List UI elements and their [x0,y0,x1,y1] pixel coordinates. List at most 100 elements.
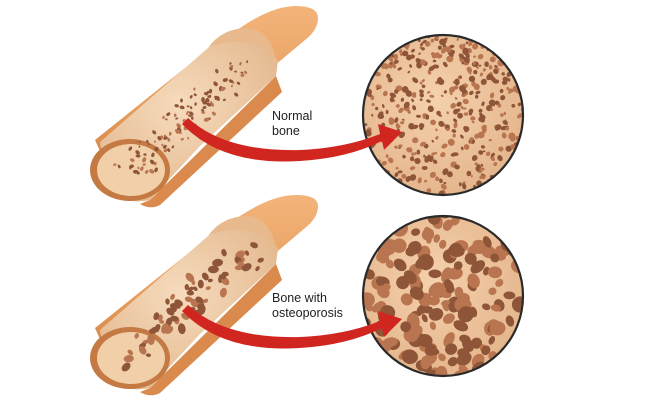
pore [243,70,248,74]
pore [453,118,458,123]
pore [502,120,508,125]
pore [426,188,432,194]
pore [436,77,443,84]
pore [511,103,516,108]
pore [421,165,428,171]
pore [412,137,419,144]
pore [174,104,179,108]
pore [424,114,430,120]
pore [489,321,506,336]
pore [221,248,227,257]
pore [482,68,486,72]
pore [388,64,393,69]
pore [505,315,515,327]
pore [437,45,443,50]
pore [239,61,242,66]
pore [422,39,427,44]
pore [128,164,135,169]
pore [222,78,228,82]
pore [193,87,196,91]
pore [436,110,441,116]
pore [447,357,458,367]
pore [214,95,218,99]
pore [219,287,227,298]
pore [471,121,475,124]
pore [382,90,388,97]
pore [205,97,209,103]
pore [201,272,209,281]
pore [435,176,440,182]
pore [229,62,232,65]
pore [501,132,507,139]
pore [438,353,446,362]
pore [503,291,516,300]
pore [421,79,425,83]
pore [189,111,194,116]
pore [433,234,441,243]
pore [228,79,234,83]
pore [500,95,506,101]
pore [197,279,204,289]
pore [381,244,395,255]
pore [490,304,502,312]
pore [460,105,464,110]
pore [412,92,417,97]
pore [255,266,260,272]
pore [443,181,447,185]
pore [454,96,458,100]
pore [412,105,417,111]
pore [257,257,264,263]
pore [411,157,415,161]
pore [464,252,477,265]
pore [159,320,165,324]
pore [461,338,474,352]
pore [387,77,393,83]
pore [372,302,381,313]
pore [430,119,436,126]
pore [144,170,149,174]
pore [447,138,455,146]
pore [409,147,413,152]
normal-bone-label: Normal bone [272,109,312,139]
pore [215,68,219,74]
pore [465,41,469,45]
pore [195,296,204,304]
pore [165,298,170,305]
pore [445,46,452,53]
pore [490,253,500,263]
pore [179,105,185,110]
pore [440,183,447,190]
pore [138,346,147,355]
pore [411,228,421,236]
pore [414,157,421,165]
pore [426,99,431,103]
pore [416,62,422,69]
pore [375,106,379,111]
pore [474,94,479,99]
pore [470,174,473,178]
pore [482,266,490,276]
pore [411,98,415,103]
pore [440,152,446,158]
pore [446,55,454,63]
normal-bone-cut-pores [113,60,249,175]
pore [371,102,375,107]
pore [469,90,474,96]
osteoporosis-magnify-circle-outline [361,214,525,378]
pore [456,37,459,41]
pore [450,216,460,226]
pore [234,70,237,73]
pore [442,219,453,231]
pore [180,98,183,103]
pore [398,107,404,113]
pore [496,67,500,71]
pore [394,145,398,149]
pore [418,52,421,55]
pore [480,163,484,167]
pore [491,56,495,61]
pore [508,88,514,93]
pore [427,70,432,75]
pore [444,279,454,292]
pore [177,323,186,335]
pore [475,66,480,69]
